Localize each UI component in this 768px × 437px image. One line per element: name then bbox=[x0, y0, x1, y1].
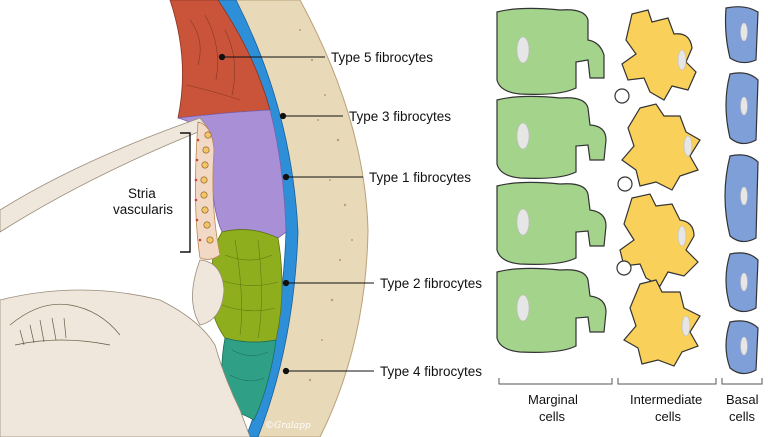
intermediate-cell bbox=[621, 103, 701, 191]
label-type1: Type 1 fibrocytes bbox=[369, 170, 471, 185]
label-marginal-line1: Marginal bbox=[528, 392, 578, 407]
group-brackets bbox=[498, 378, 763, 385]
organ-of-corti bbox=[9, 303, 121, 346]
basal-nuclei bbox=[740, 22, 748, 356]
label-stria-line2: vascularis bbox=[113, 202, 173, 217]
reissners-membrane bbox=[0, 117, 209, 233]
label-type4: Type 4 fibrocytes bbox=[380, 364, 482, 379]
spiral-prominence bbox=[192, 259, 225, 326]
marginal-cell bbox=[496, 267, 607, 353]
label-leaders bbox=[218, 53, 374, 375]
intermediate-cell bbox=[621, 9, 697, 101]
label-type3: Type 3 fibrocytes bbox=[349, 109, 451, 124]
fiber-texture bbox=[185, 14, 241, 101]
capillaries bbox=[614, 88, 633, 276]
intermediate-cell bbox=[623, 279, 701, 367]
marginal-cell bbox=[496, 181, 607, 265]
label-intermediate-line1: Intermediate bbox=[630, 392, 702, 407]
label-basal-line2: cells bbox=[729, 409, 756, 424]
strial-cell-diagram: Marginal cells Intermediate cells Basal … bbox=[496, 6, 763, 424]
label-intermediate-line2: cells bbox=[655, 409, 682, 424]
cochlea-illustration: ©Gralapp bbox=[0, 0, 369, 437]
marginal-cell bbox=[496, 95, 607, 179]
intermediate-nuclei bbox=[677, 49, 693, 337]
stria-cells bbox=[200, 131, 214, 244]
intermediate-cells bbox=[619, 9, 701, 367]
label-marginal-line2: cells bbox=[539, 409, 566, 424]
label-type5: Type 5 fibrocytes bbox=[331, 50, 433, 65]
spiral-ligament-lower bbox=[0, 289, 251, 437]
marginal-cells bbox=[496, 7, 607, 353]
stria-vascularis-strip bbox=[195, 121, 221, 260]
label-stria-line1: Stria bbox=[128, 186, 156, 201]
intermediate-cell bbox=[619, 193, 699, 287]
marginal-nuclei bbox=[516, 36, 530, 322]
label-type2: Type 2 fibrocytes bbox=[380, 276, 482, 291]
marginal-cell bbox=[496, 7, 605, 95]
bone-texture bbox=[299, 29, 353, 382]
label-basal-line1: Basal bbox=[726, 392, 759, 407]
stria-vascularis-bracket bbox=[180, 132, 191, 253]
signature: ©Gralapp bbox=[265, 421, 311, 431]
